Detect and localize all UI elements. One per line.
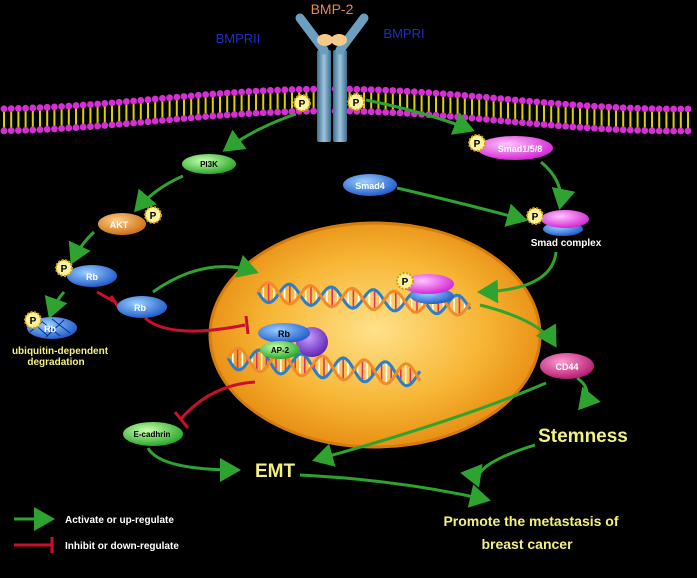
svg-text:PI3K: PI3K [200, 160, 218, 169]
svg-text:Rb: Rb [134, 303, 146, 313]
degradation-label-line1: ubiquitin-dependent [12, 346, 109, 357]
akt-node: AKT P [98, 206, 162, 235]
dna-helices [226, 281, 472, 388]
svg-text:CD44: CD44 [555, 362, 578, 372]
cd44-node: CD44 [540, 353, 594, 379]
rb-node: Rb [117, 296, 167, 318]
inhibition-lines [96, 290, 256, 429]
emt-label: EMT [255, 461, 296, 482]
svg-text:Rb: Rb [86, 272, 98, 282]
svg-text:AP-2: AP-2 [271, 346, 290, 355]
svg-text:AKT: AKT [110, 220, 129, 230]
svg-text:P: P [353, 98, 360, 109]
smad-complex-dna-bound: P [396, 272, 454, 304]
legend-activate-label: Activate or up-regulate [65, 515, 174, 526]
svg-text:P: P [61, 264, 68, 275]
activation-arrows [44, 98, 601, 508]
smad158-node: Smad1/5/8 P [468, 134, 553, 160]
smad4-node: Smad4 [343, 174, 397, 196]
stemness-label: Stemness [538, 426, 628, 447]
smad-complex-label: Smad complex [531, 238, 602, 249]
outcome-label-line1: Promote the metastasis of [443, 513, 618, 529]
svg-text:P: P [402, 277, 409, 288]
cell-membrane [0, 85, 692, 135]
svg-text:P: P [30, 316, 37, 327]
smad-complex-node: P [526, 207, 589, 236]
svg-text:P: P [532, 212, 539, 223]
svg-text:Rb: Rb [44, 324, 56, 334]
svg-text:P: P [150, 211, 157, 222]
outcome-label-line2: breast cancer [481, 536, 573, 552]
svg-text:E-cadhrin: E-cadhrin [134, 430, 171, 439]
pi3k-node: PI3K [182, 154, 236, 174]
bmp-receptor-complex [295, 13, 369, 142]
degraded-rb-node: Rb P [24, 311, 77, 339]
svg-text:Smad4: Smad4 [355, 181, 385, 191]
svg-text:P: P [299, 99, 306, 110]
receptor-phospho-left: P [293, 94, 311, 112]
receptor-phospho-right: P [347, 93, 365, 111]
legend: Activate or up-regulate Inhibit or down-… [14, 507, 179, 553]
bmprii-label: BMPRII [216, 31, 261, 46]
svg-text:Rb: Rb [278, 329, 290, 339]
legend-inhibit-label: Inhibit or down-regulate [65, 541, 179, 552]
ecadherin-node: E-cadhrin [123, 422, 183, 446]
bmp2-label: BMP-2 [311, 1, 354, 17]
phospho-rb-node: Rb P [55, 259, 117, 287]
bmpri-label: BMPRI [383, 26, 424, 41]
degradation-label-line2: degradation [27, 357, 84, 368]
svg-text:Smad1/5/8: Smad1/5/8 [498, 144, 543, 154]
rb-ap2-complex: Rb AP-2 [258, 323, 328, 359]
svg-text:P: P [474, 139, 481, 150]
